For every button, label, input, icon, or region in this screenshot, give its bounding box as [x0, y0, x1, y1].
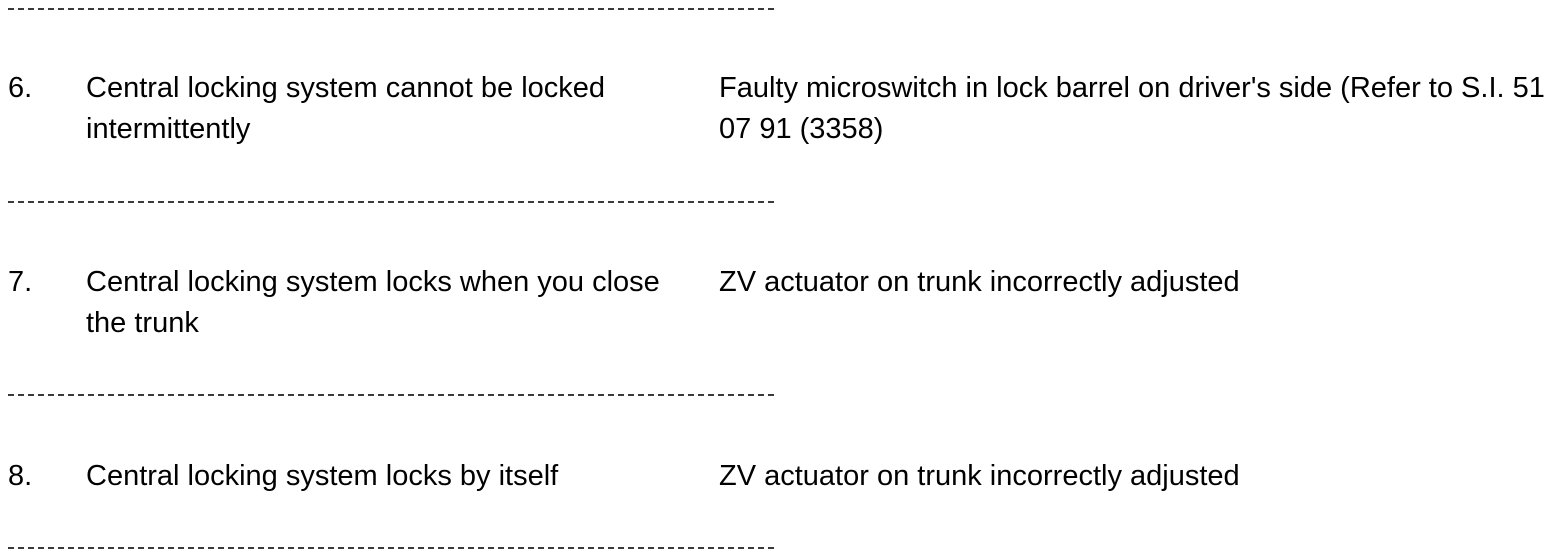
troubleshooting-entry: 7. Central locking system locks when you… [0, 262, 1552, 362]
entry-cause: ZV actuator on trunk incorrectly adjuste… [719, 460, 1240, 492]
dashed-divider [8, 394, 774, 396]
dashed-divider [8, 547, 774, 549]
entry-symptom: Central locking system cannot be locked … [86, 72, 606, 145]
troubleshooting-entry: 6. Central locking system cannot be lock… [0, 68, 1552, 168]
dashed-divider [8, 201, 774, 203]
entry-cause: Faulty microswitch in lock barrel on dri… [719, 72, 1545, 145]
entry-cause: ZV actuator on trunk incorrectly adjuste… [719, 266, 1240, 298]
dashed-divider [8, 8, 774, 10]
entry-symptom: Central locking system locks when you cl… [86, 266, 660, 339]
entry-number: 7. [8, 266, 33, 298]
entry-symptom: Central locking system locks by itself [86, 460, 559, 492]
troubleshooting-entry: 8. Central locking system locks by itsel… [0, 456, 1552, 556]
entry-number: 8. [8, 460, 33, 492]
entry-number: 6. [8, 72, 33, 104]
